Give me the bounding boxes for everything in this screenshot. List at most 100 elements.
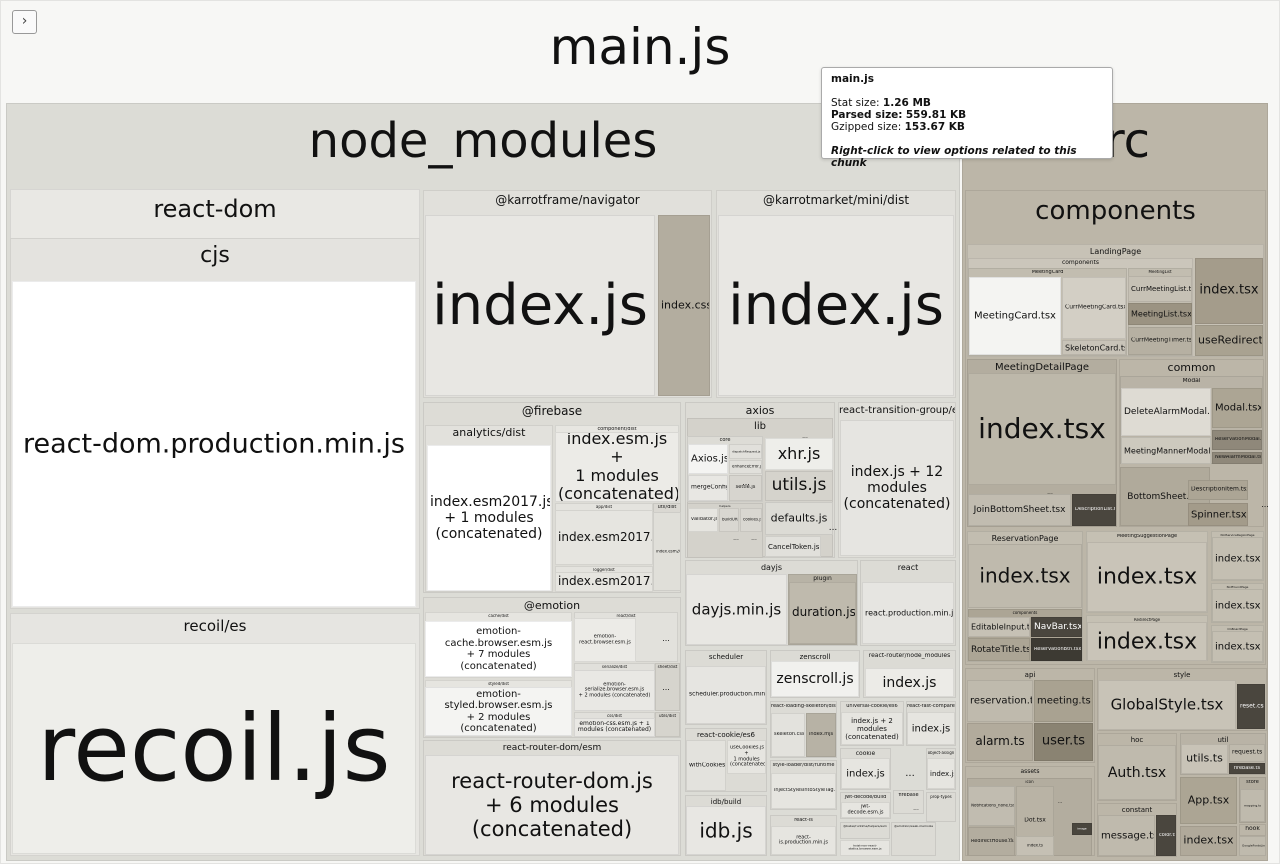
module-dayjs-min[interactable]: dayjs.min.js (686, 574, 787, 645)
module-alarm-ts[interactable]: alarm.ts (967, 723, 1033, 761)
module-duration[interactable]: duration.js (789, 582, 856, 644)
module-idb-js[interactable]: idb.js (686, 806, 766, 855)
module-firebase-pkg[interactable]: firebase (893, 790, 924, 814)
module-global-style[interactable]: GlobalStyle.tsx (1098, 680, 1236, 730)
module-message-ts[interactable]: message.ts (1098, 815, 1155, 856)
module-index-ts[interactable]: index.ts (1016, 836, 1054, 856)
module-md-index[interactable]: index.tsx (968, 373, 1116, 485)
module-use-redirect[interactable]: useRedirect.tsx (1195, 325, 1263, 356)
module-validator[interactable]: validator.js (688, 508, 718, 532)
module-logger-index[interactable]: index.esm2017.js (555, 572, 653, 592)
module-emotion-serialize[interactable]: emotion-serialize.browser.esm.js + 2 mod… (574, 670, 655, 711)
module-inject-styles[interactable]: injectStylesIntoStyleTag.js (771, 773, 836, 809)
module-meeting-card[interactable]: MeetingCard.tsx (969, 277, 1061, 355)
module-description-item[interactable]: DescriptionItem.tsx (1188, 480, 1248, 500)
module-delete-alarm[interactable]: DeleteAlarmModal.tsx (1121, 388, 1211, 436)
module-rdp-index[interactable]: index.tsx (1087, 622, 1207, 661)
module-src-index[interactable]: index.tsx (1180, 826, 1237, 856)
module-emotion-styled[interactable]: emotion-styled.browser.esm.js + 2 module… (425, 687, 572, 736)
module-xhr[interactable]: xhr.js (765, 438, 833, 470)
module-scheduler-prod[interactable]: scheduler.production.min.js (686, 666, 766, 724)
module-reservation-modal[interactable]: ReservationModal.tsx (1212, 430, 1262, 450)
module-cookies[interactable]: cookies.js (740, 508, 762, 532)
module-nsr-index[interactable]: index.tsx (1212, 537, 1263, 580)
module-meeting-manner[interactable]: MeetingMannerModal.tsx (1121, 437, 1211, 464)
module-app-tsx[interactable]: App.tsx (1180, 777, 1237, 824)
module-rotate-title[interactable]: RotateTitle.tsx (968, 638, 1030, 661)
module-merge[interactable]: mergeConfig.js (688, 475, 728, 501)
module-hook[interactable]: hook (1239, 824, 1266, 836)
module-app-index[interactable]: index.esm2017.js (555, 510, 653, 565)
module-zenscroll-js[interactable]: zenscroll.js (771, 661, 859, 697)
module-rfc-index[interactable]: index.js (907, 712, 955, 745)
module-utils[interactable]: utils.js (765, 471, 833, 501)
module-color-ts[interactable]: color.ts (1156, 815, 1176, 856)
module-description-list[interactable]: DescriptionList.tsx (1072, 494, 1116, 526)
module-new-alarm[interactable]: NewAlarmModal.tsx (1212, 452, 1262, 464)
module-babel-hoist[interactable]: @babel/runtime/helpers/esm (840, 822, 890, 839)
module-canceltoken[interactable]: CancelToken.js (765, 536, 821, 557)
module-rls-index[interactable]: index.mjs (806, 713, 836, 757)
module-symbols[interactable]: @emotion/weak-memoize (891, 822, 936, 856)
module-emotion-cache[interactable]: emotion-cache.browser.esm.js + 7 modules… (425, 621, 572, 677)
module-notifications[interactable]: Notifications_none.tsx (968, 786, 1015, 826)
module-redirect-house[interactable]: RedirectHouse.tsx (968, 827, 1015, 856)
module-meeting-ts[interactable]: meeting.ts (1034, 680, 1093, 722)
module-reset-css[interactable]: reset.css (1237, 684, 1265, 729)
module-meeting-list[interactable]: MeetingList.tsx (1128, 303, 1192, 325)
module-emotion-react[interactable]: emotion-react.browser.esm.js (574, 618, 636, 662)
module-hoist-stat[interactable]: hoist-non-react-statics.browser.esm.js (840, 840, 890, 856)
module-recoil-js[interactable]: recoil.js (12, 643, 416, 854)
module-request-ts[interactable]: request.ts (1229, 744, 1265, 762)
module-spinner[interactable]: Spinner.tsx (1188, 503, 1248, 526)
module-util-index[interactable]: index.esm2017.js (653, 512, 681, 591)
module-with-cookies[interactable]: withCookies.js (686, 740, 726, 791)
module-nf-index[interactable]: index.tsx (1212, 589, 1263, 622)
module-ris-prod[interactable]: react-is.production.min.js (771, 826, 836, 855)
module-react-prod[interactable]: react.production.min.js (862, 582, 954, 644)
module-mini-index[interactable]: index.js (718, 215, 954, 396)
module-analytics-index[interactable]: index.esm2017.js + 1 modules (concatenat… (427, 445, 551, 591)
module-image[interactable]: image (1072, 823, 1092, 835)
module-ob-index[interactable]: index.tsx (1212, 631, 1263, 662)
module-editable-input[interactable]: EditableInput.tsx (968, 617, 1030, 637)
module-reservation-btn[interactable]: ReservationBtn.tsx (1031, 638, 1082, 661)
module-uc-index[interactable]: index.js + 2 modules (concatenated) (841, 712, 903, 745)
sidebar-toggle-button[interactable]: › (12, 10, 37, 34)
module-auth[interactable]: Auth.tsx (1098, 745, 1176, 800)
module-dispatch[interactable]: dispatchRequest.js (729, 444, 762, 459)
module-rr-index[interactable]: index.js (865, 668, 954, 697)
module-curr-meeting-timer[interactable]: CurrMeetingTimer.tsx (1128, 327, 1192, 355)
module-join-bottom[interactable]: JoinBottomSheet.tsx (968, 494, 1071, 526)
module-nav-index[interactable]: index.js (425, 215, 655, 396)
module-google-fonts[interactable]: GoogleFontsLink.tsx (1239, 836, 1266, 856)
module-reservation-ts[interactable]: reservation.ts (967, 680, 1033, 722)
module-modal-tsx[interactable]: Modal.tsx (1212, 388, 1262, 428)
module-use-cookies[interactable]: useCookies.js + 1 modules (concatenated) (727, 740, 766, 774)
module-axios-js[interactable]: Axios.js (688, 444, 728, 474)
module-jwt-js[interactable]: jwt-decode.esm.js (841, 802, 890, 818)
module-component-index[interactable]: index.esm.js + 1 modules (concatenated) (555, 432, 679, 502)
module-curr-meeting-card[interactable]: CurrMeetingCard.tsx (1062, 277, 1126, 339)
module-prop-types[interactable]: prop-types (926, 792, 956, 822)
module-settle[interactable]: settle.js (729, 475, 762, 501)
module-curr-meeting-list[interactable]: CurrMeetingList.tsx (1128, 276, 1192, 302)
module-rrd-index[interactable]: react-router-dom.js + 6 modules (concate… (425, 755, 679, 855)
module-firebase-ts[interactable]: firebase.ts (1229, 763, 1265, 774)
module-mapping[interactable]: mapping.ts (1240, 789, 1265, 822)
module-rtg-index[interactable]: index.js + 12 modules (concatenated) (840, 420, 954, 556)
module-enhance[interactable]: enhanceError.js (729, 460, 762, 474)
module-defaults[interactable]: defaults.js (765, 502, 833, 535)
module-emotion-css[interactable]: emotion-css.esm.js + 1 modules (concaten… (574, 718, 655, 737)
module-oa-index[interactable]: index.js (927, 758, 955, 789)
module-navbar[interactable]: NavBar.tsx (1031, 617, 1082, 637)
module-react-dom-prod[interactable]: react-dom.production.min.js (12, 281, 416, 607)
module-buildurl[interactable]: buildURL.js (719, 508, 739, 532)
module-cookie-index[interactable]: index.js (841, 758, 890, 789)
module-sheet-dist[interactable]: sheet/dist (655, 663, 680, 711)
module-lp-index[interactable]: index.tsx (1195, 258, 1263, 324)
module-skeleton-css[interactable]: skeleton.css (771, 713, 805, 757)
module-user-ts[interactable]: user.ts (1034, 723, 1093, 761)
module-nav-css[interactable]: index.css (658, 215, 710, 396)
module-rp-index[interactable]: index.tsx (968, 544, 1082, 608)
